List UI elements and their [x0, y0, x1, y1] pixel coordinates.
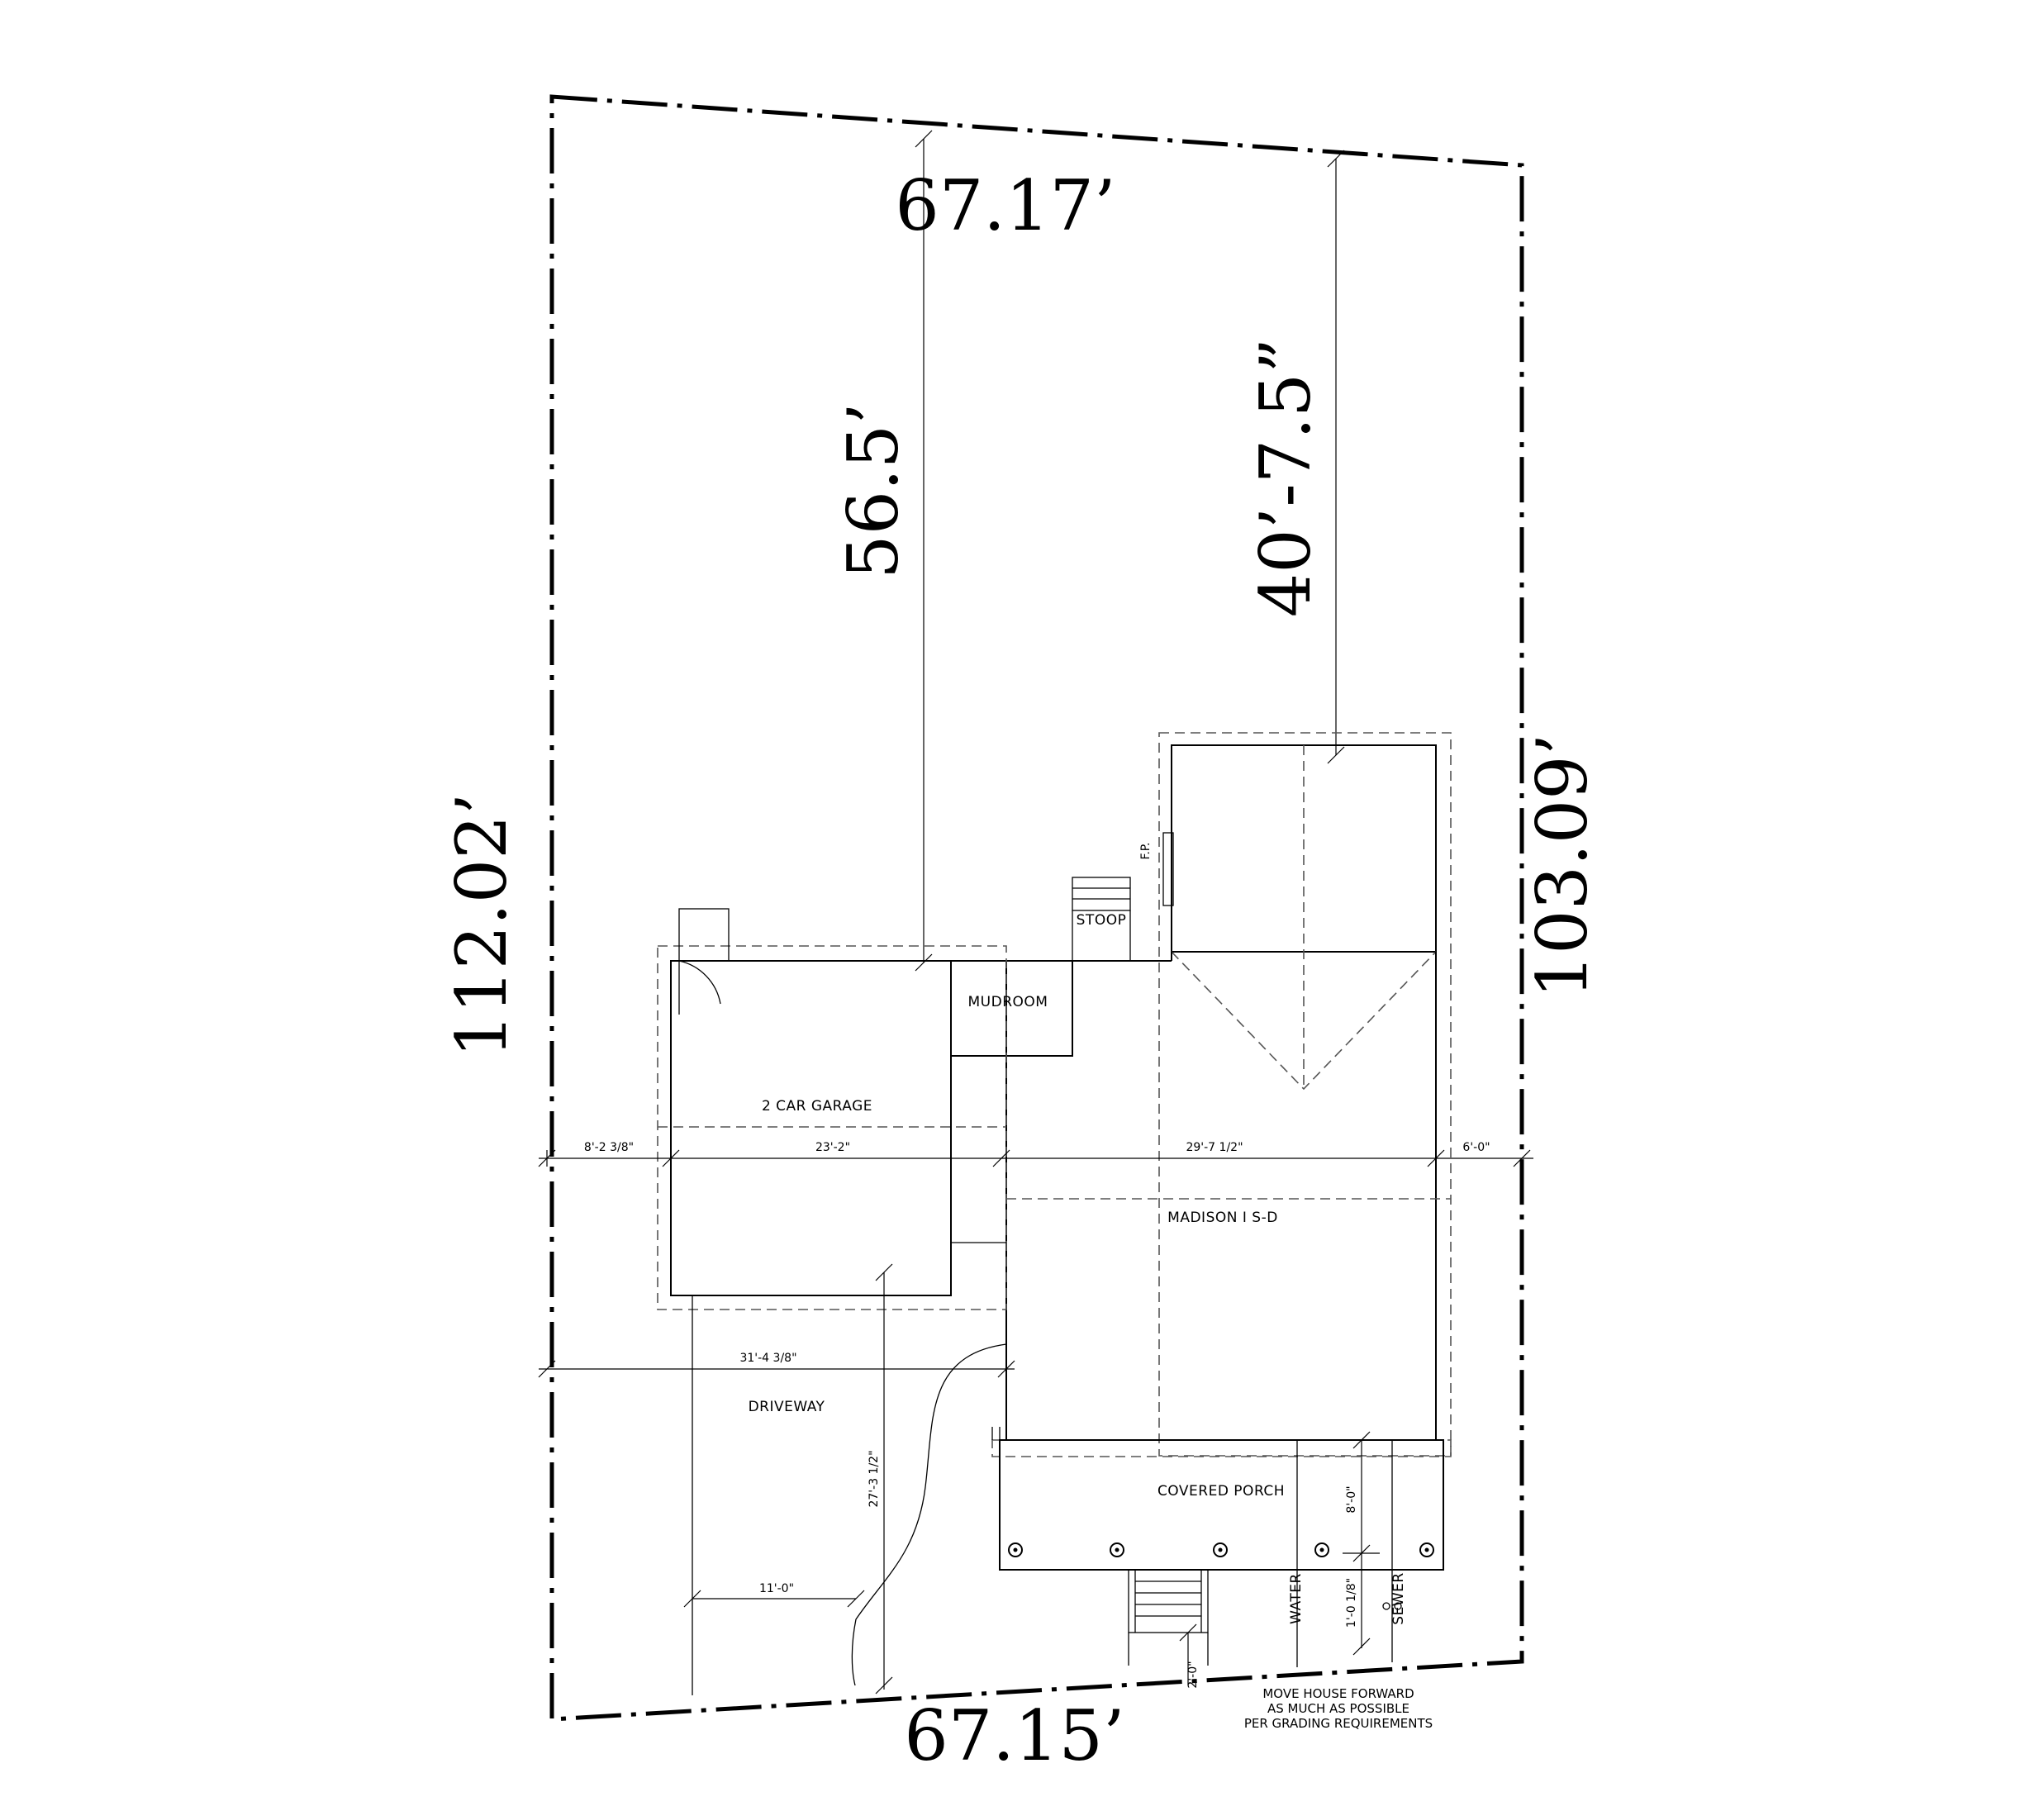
lot-top-dimension: 67.17’ [895, 165, 1115, 246]
driveway-curve [851, 1343, 1007, 1686]
lot-boundary [549, 94, 1524, 1722]
house-roof-outline [1158, 732, 1452, 1457]
fireplace-label: F.P. [1139, 843, 1153, 860]
dim-utility-offset: 1'-0 1/8" [1345, 1578, 1358, 1628]
svg-text:MOVE HOUSE FORWARD: MOVE HOUSE FORWARD [1262, 1686, 1414, 1701]
garage-wall [670, 960, 952, 1296]
rear-setback-left: 56.5’ [833, 402, 914, 579]
mudroom-label: MUDROOM [968, 994, 1048, 1010]
dim-house-width: 29'-7 1/2" [1186, 1141, 1243, 1154]
dim-right-side: 6'-0" [1462, 1141, 1490, 1154]
dim-front-span: 31'-4 3/8" [739, 1352, 796, 1365]
dim-drive-width: 11'-0" [759, 1582, 794, 1595]
garage-label: 2 CAR GARAGE [762, 1098, 872, 1115]
garage-side-stoop [678, 908, 730, 962]
garage-roof-outline [657, 945, 1007, 1310]
stoop-label: STOOP [1077, 912, 1127, 929]
grading-note: MOVE HOUSE FORWARD AS MUCH AS POSSIBLE P… [1244, 1686, 1433, 1731]
svg-text:AS MUCH AS POSSIBLE: AS MUCH AS POSSIBLE [1267, 1701, 1409, 1716]
water-label: WATER [1288, 1573, 1305, 1624]
stoop-steps [1072, 877, 1131, 911]
porch-floor [999, 1439, 1444, 1571]
dim-garage-width: 23'-2" [815, 1141, 850, 1154]
dim-drive-depth: 27'-3 1/2" [868, 1450, 881, 1507]
porch-roof-outline [991, 1439, 1452, 1457]
sewer-label: SEWER [1390, 1572, 1407, 1624]
svg-text:PER GRADING REQUIREMENTS: PER GRADING REQUIREMENTS [1244, 1716, 1433, 1731]
house-model-label: MADISON I S-D [1167, 1210, 1278, 1226]
porch-columns [1008, 1542, 1434, 1557]
dim-porch-depth: 8'-0" [1345, 1485, 1358, 1513]
lot-left-dimension: 112.02’ [441, 793, 522, 1058]
driveway-label: DRIVEWAY [749, 1399, 825, 1415]
dim-left-side: 8'-2 3/8" [584, 1141, 634, 1154]
lot-right-dimension: 103.09’ [1522, 734, 1603, 999]
porch-label: COVERED PORCH [1157, 1483, 1285, 1500]
dim-step-offset: 2'-0" [1186, 1661, 1200, 1688]
rear-setback-right: 40’-7.5” [1245, 338, 1326, 618]
lot-bottom-dimension: 67.15’ [904, 1695, 1124, 1776]
front-steps [1128, 1569, 1209, 1666]
fireplace [1162, 832, 1174, 906]
sewer-cleanout [1382, 1602, 1402, 1610]
